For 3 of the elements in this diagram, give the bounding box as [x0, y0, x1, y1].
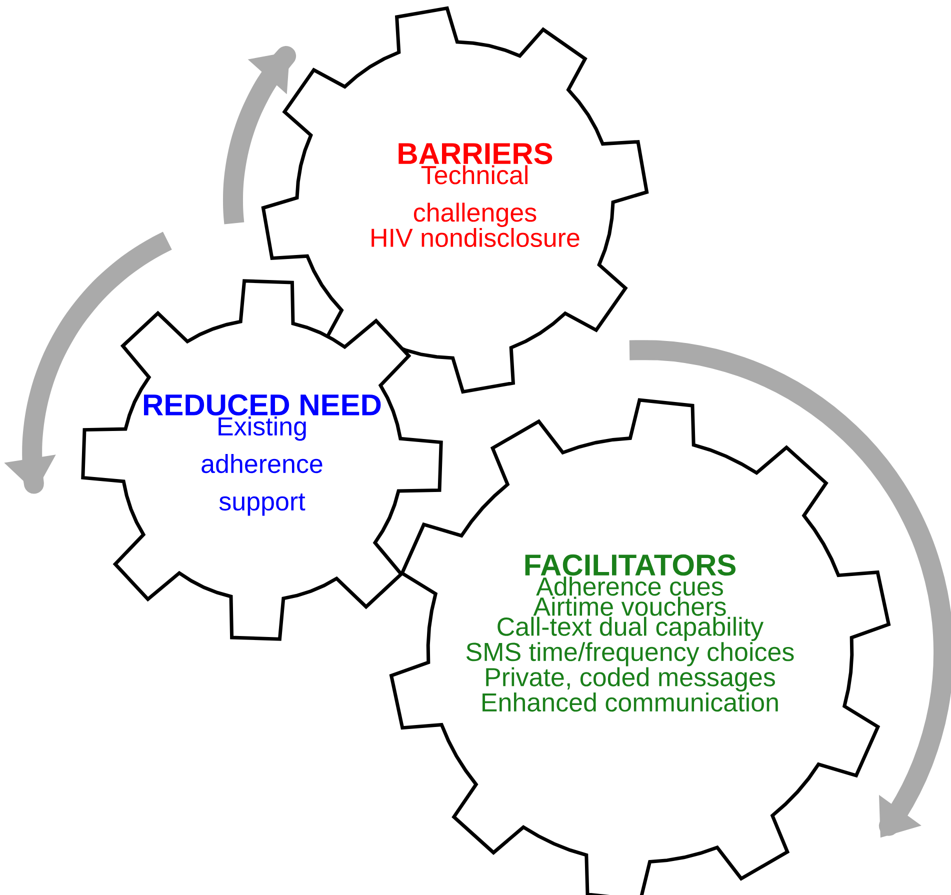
- gear: BARRIERS Technical challenges HIV nondisclosure: [261, 6, 649, 394]
- gear: FACILITATORS Adherence cues Airtime vouchers Call-text dual capability SMS time/frequency choices Private, coded messages Enhanced communication: [389, 398, 891, 895]
- gear: REDUCED NEED Existing adherence support: [81, 279, 443, 641]
